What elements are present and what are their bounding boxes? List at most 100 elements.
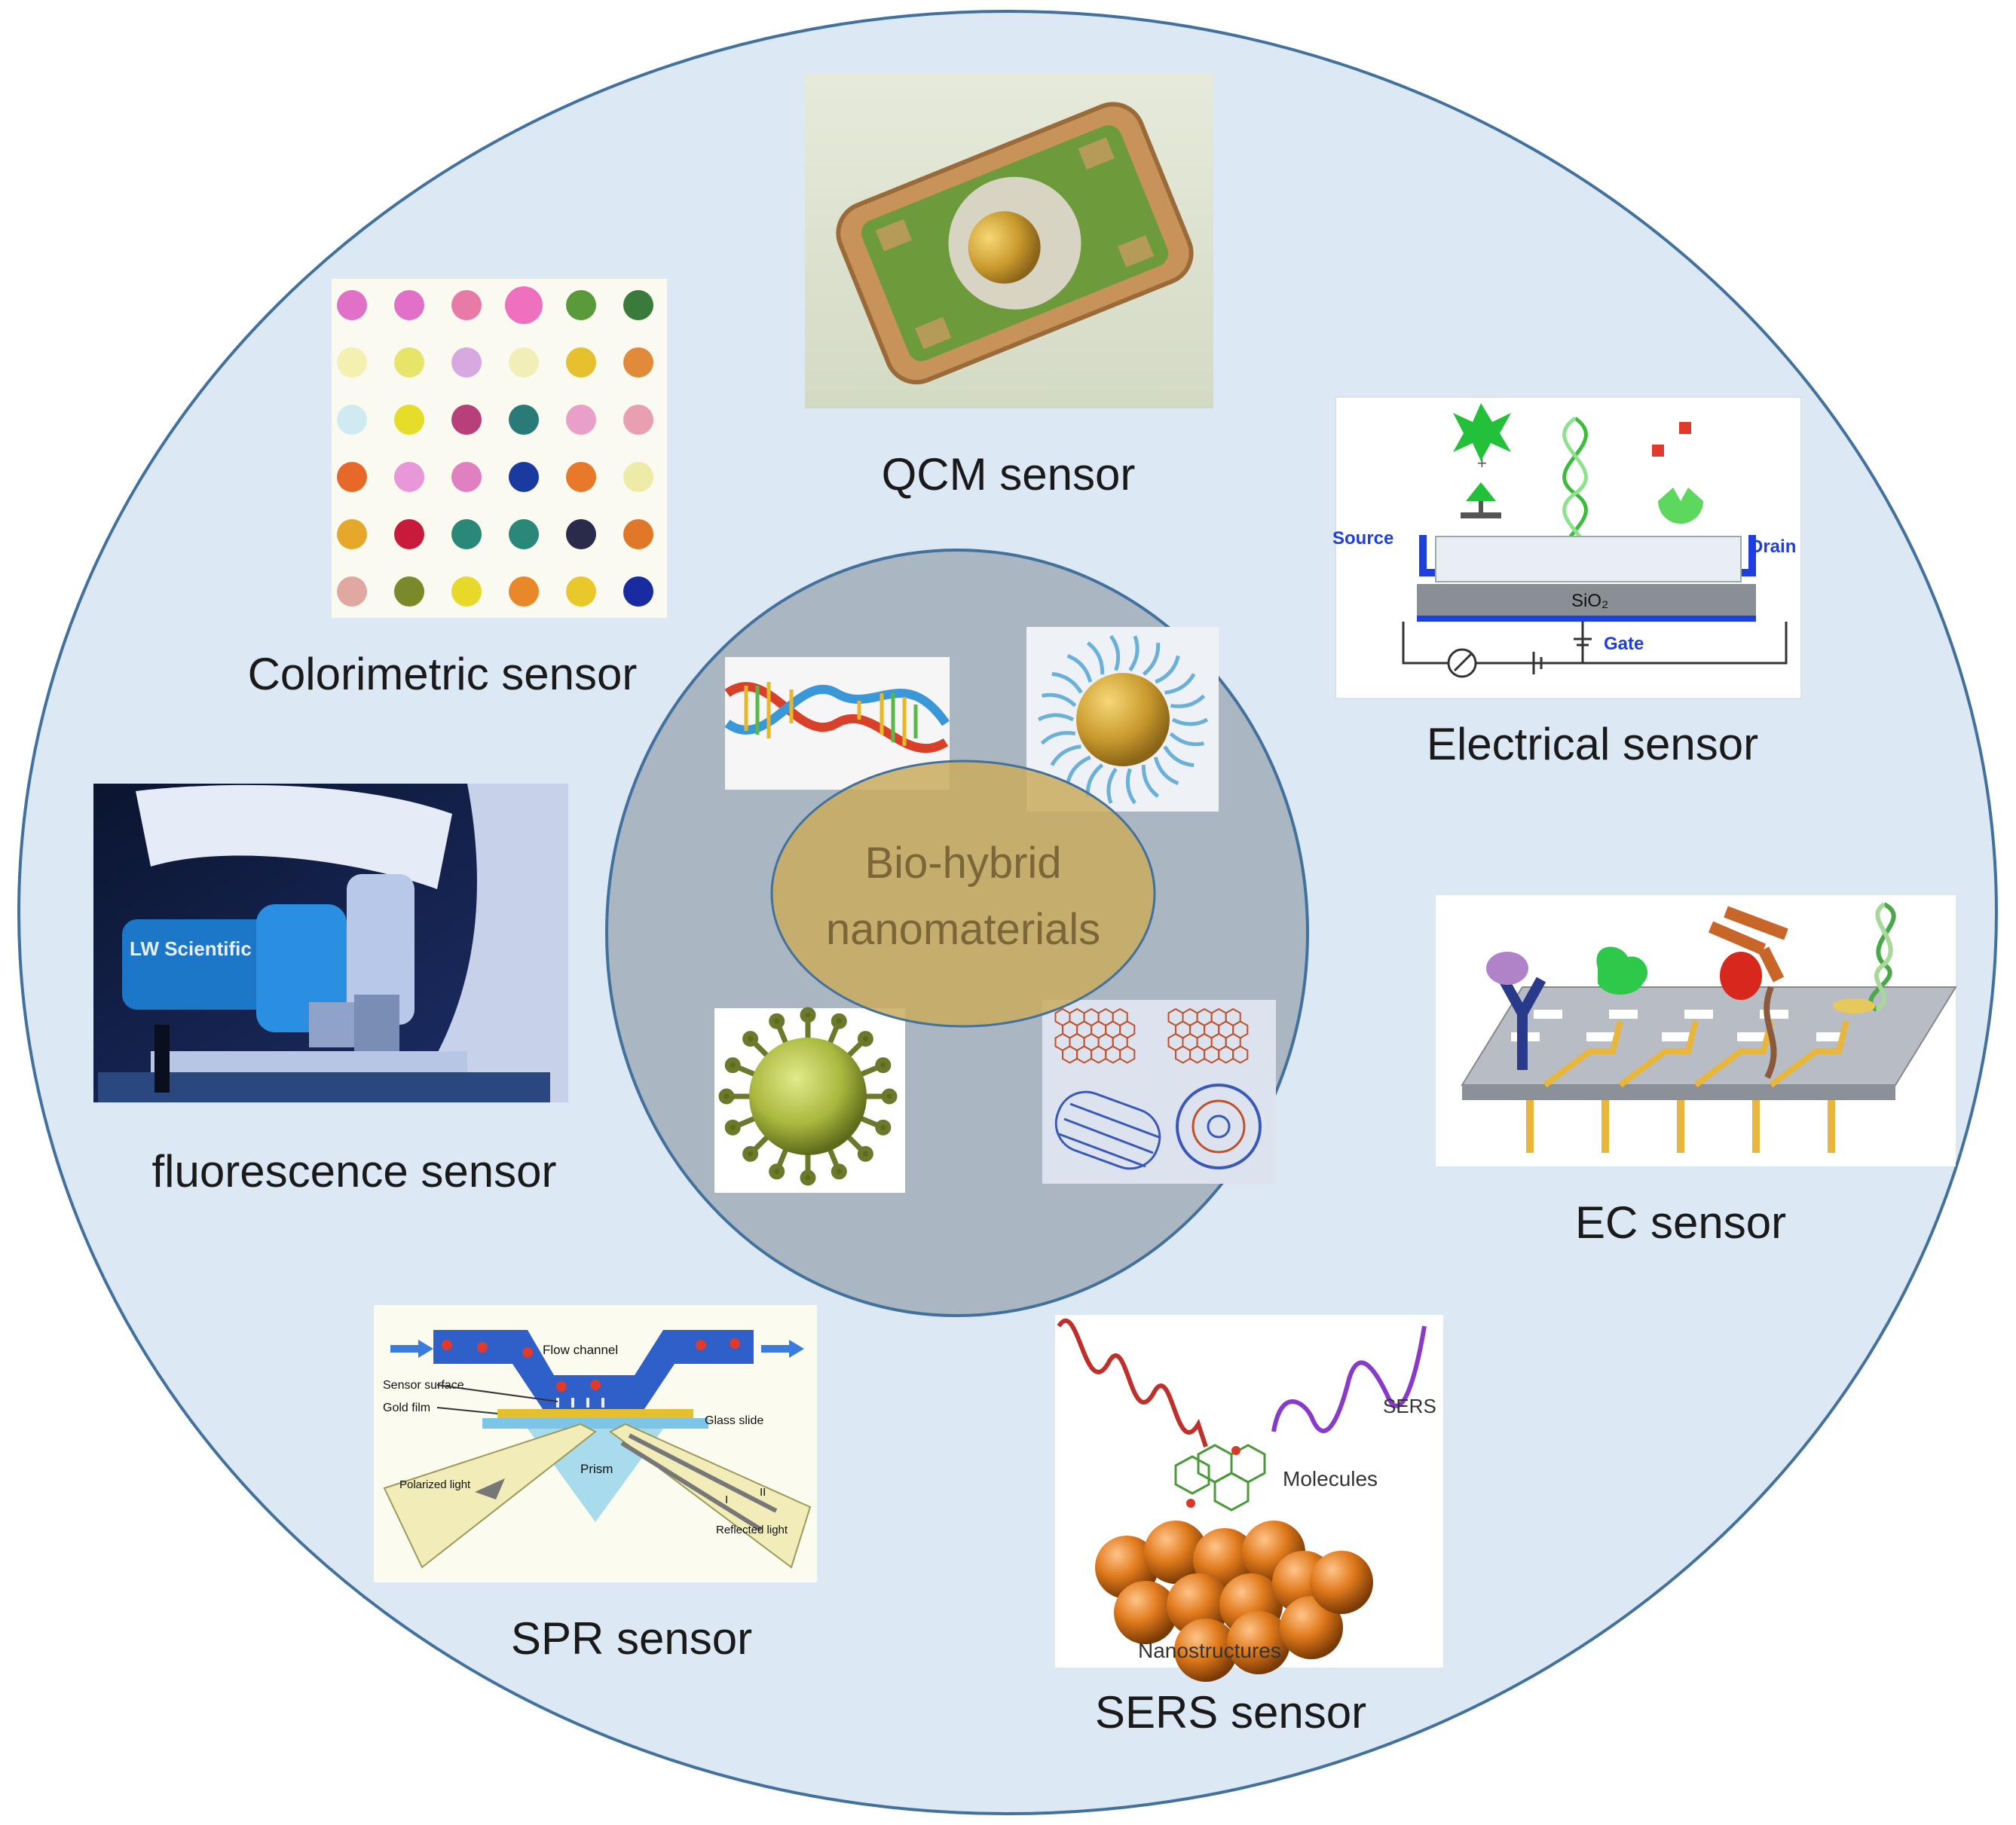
virus-spike-tip [800, 1169, 816, 1186]
colorimetric-dot [451, 290, 482, 320]
fet-drain-label: Drain [1750, 536, 1796, 557]
sers-nanoparticle [1310, 1551, 1373, 1614]
red-protein-icon [1720, 952, 1762, 1000]
sers-sensor-image: SERS Molecules Nanostructures [1055, 1315, 1443, 1682]
colorimetric-dot [337, 347, 367, 378]
ligand-strand [1169, 732, 1204, 747]
center-title-line-2: nanomaterials [826, 905, 1100, 954]
colorimetric-dot [566, 405, 596, 435]
virus-spike-tip [875, 1119, 892, 1136]
ligand-strand [1106, 767, 1118, 804]
virus-spike-tip [857, 1145, 873, 1162]
receptor-pacman-icon [1658, 488, 1703, 524]
spr-flow-channel-label: Flow channel [543, 1343, 618, 1357]
virus-spike-tip [857, 1031, 873, 1047]
colorimetric-dot [451, 405, 482, 435]
colorimetric-dot [623, 576, 653, 607]
spr-sensor-surface-label: Sensor surface [383, 1379, 464, 1392]
colorimetric-dot [337, 576, 367, 607]
virus-spike-tip [724, 1057, 741, 1074]
ligand-strand [1086, 641, 1105, 675]
spr-polarized-light-label: Polarized light [399, 1478, 471, 1491]
ligand-strand [1153, 757, 1179, 785]
colorimetric-dot [566, 290, 596, 320]
colorimetric-dot [337, 290, 367, 320]
colorimetric-dot [337, 405, 367, 435]
fullerene-icon [1176, 1084, 1262, 1169]
sers-nanoparticle [1144, 1521, 1207, 1584]
colorimetric-dot [509, 347, 539, 378]
carbon-nanotube-icon [1054, 1090, 1161, 1170]
sers-nanoparticle [1280, 1596, 1343, 1659]
colorimetric-dot [509, 462, 539, 492]
ligand-strand [1109, 634, 1121, 671]
ligand-strand [1050, 744, 1081, 766]
ligand-strand [1164, 673, 1196, 695]
ligand-strand [1128, 635, 1140, 672]
ligand-strand [1155, 655, 1180, 684]
colorimetric-dot [566, 347, 596, 378]
virus-spike-tip [724, 1119, 741, 1136]
colorimetric-dot [451, 462, 482, 492]
virus-spike-tip [831, 1163, 847, 1180]
dna-image [724, 657, 950, 790]
colorimetric-dot [509, 405, 539, 435]
ligand-strand [1040, 731, 1076, 745]
virus-image [714, 1007, 905, 1193]
scattered-light-wave [1271, 1325, 1427, 1433]
virus-spike-tip [881, 1088, 898, 1105]
colorimetric-dot [509, 576, 539, 607]
ligand-strand [1051, 671, 1083, 694]
electrical-sensor-label: Electrical sensor [1427, 719, 1758, 769]
colorimetric-dot [566, 519, 596, 549]
colorimetric-dot [394, 405, 424, 435]
sers-sensor-label: SERS sensor [1095, 1687, 1366, 1738]
ec-sensor-label: EC sensor [1575, 1197, 1786, 1248]
sers-molecules-label: Molecules [1283, 1467, 1378, 1490]
colorimetric-dot [505, 286, 543, 324]
colorimetric-dot [394, 576, 424, 607]
sers-nanoparticle [1114, 1581, 1177, 1644]
green-protein-icon [1596, 946, 1648, 995]
spr-ray-2-label: II [760, 1486, 766, 1499]
receptor-triangle-icon [1466, 482, 1496, 501]
ligand-strand [1142, 642, 1161, 676]
colorimetric-dot [394, 519, 424, 549]
ligand-strand [1171, 717, 1209, 726]
sers-nanoparticles [1095, 1521, 1373, 1682]
antibody-icon [1498, 977, 1546, 1070]
spr-sensor-label: SPR sensor [511, 1613, 752, 1664]
colorimetric-dot [337, 462, 367, 492]
sers-nanoparticle [1174, 1619, 1237, 1682]
functionalized-nanoparticle-image [1026, 627, 1219, 812]
virus-spike-tip [875, 1057, 892, 1074]
ligand-strand [1066, 755, 1091, 784]
colorimetric-dot [623, 462, 653, 492]
spr-ray-1-label: I [725, 1493, 728, 1506]
fet-oxide-label: SiO₂ [1571, 591, 1608, 611]
spr-sensor-image: Flow channel Sensor surface Gold film Gl… [374, 1305, 817, 1582]
ligand-strand [1042, 692, 1077, 708]
virus-spike-tip [769, 1163, 785, 1180]
ligand-strand [1037, 713, 1075, 722]
colorimetric-dot [623, 347, 653, 378]
colorimetric-sensor-label: Colorimetric sensor [248, 649, 638, 699]
virus-spike-tip [718, 1088, 735, 1105]
spr-prism-label: Prism [580, 1462, 613, 1476]
analyte-square-icon [1652, 445, 1664, 457]
fet-source-label: Source [1332, 528, 1393, 549]
colorimetric-dot [451, 347, 482, 378]
star-analyte-icon [1453, 403, 1511, 461]
colorimetric-dot-array [332, 279, 667, 618]
graphene-hexagon [1232, 1045, 1249, 1064]
colorimetric-dot [566, 462, 596, 492]
sers-nanoparticle [1227, 1611, 1290, 1674]
colorimetric-dot [394, 462, 424, 492]
colorimetric-dot [337, 519, 367, 549]
qcm-sensor-label: QCM sensor [882, 449, 1136, 500]
spr-reflected-light-label: Reflected light [716, 1524, 788, 1536]
colorimetric-dot [566, 576, 596, 607]
carbon-nanomaterials-image [1042, 1000, 1276, 1184]
colorimetric-dots [337, 286, 653, 607]
